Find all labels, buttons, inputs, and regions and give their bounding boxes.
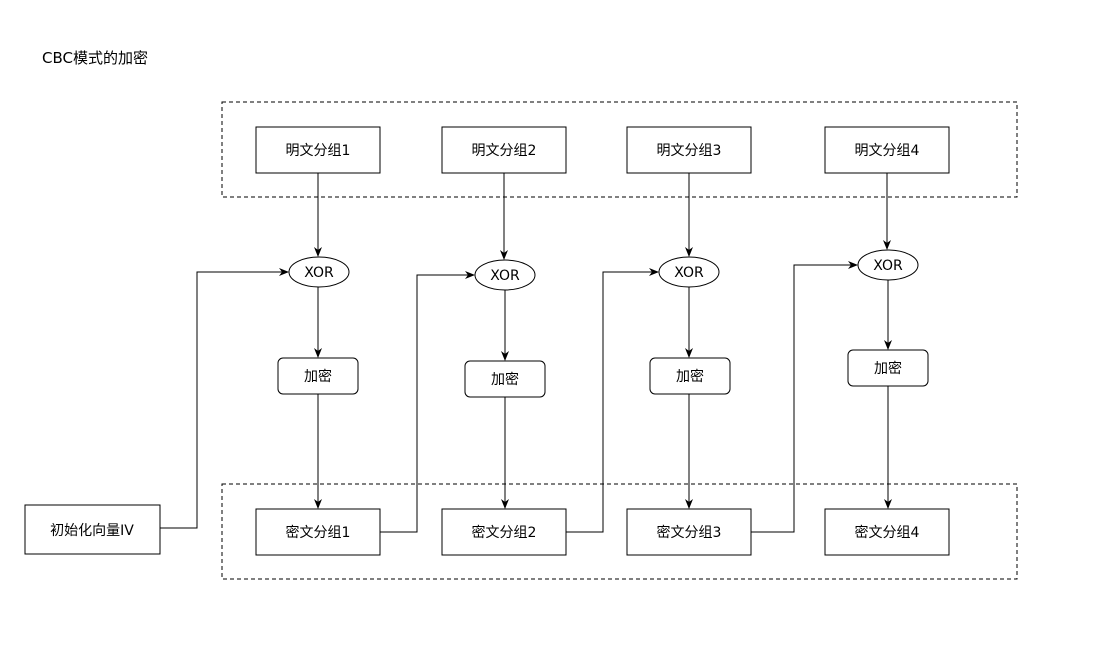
ciphertext-block-2: 密文分组2	[441, 508, 567, 556]
plaintext-block-2: 明文分组2	[441, 126, 567, 174]
plaintext-label-2: 明文分组2	[472, 143, 537, 159]
ciphertext-block-4: 密文分组4	[824, 508, 950, 556]
ciphertext-label-1: 密文分组1	[286, 524, 351, 541]
arrow-cipher2-to-xor-3	[566, 268, 659, 533]
encrypt-label-3: 加密	[676, 368, 704, 385]
xor-node-2: XOR	[474, 259, 536, 291]
encrypt-block-1: 加密	[277, 357, 359, 395]
xor-node-3: XOR	[658, 256, 720, 288]
iv-label: 初始化向量IV	[50, 522, 134, 539]
ciphertext-block-3: 密文分组3	[626, 508, 752, 556]
encrypt-label-4: 加密	[874, 360, 902, 377]
arrow-cipher1-to-xor-2	[380, 271, 475, 533]
arrow-iv-to-xor-1	[160, 268, 289, 529]
xor-label-4: XOR	[873, 258, 903, 274]
xor-label-2: XOR	[490, 268, 520, 284]
plaintext-block-4: 明文分组4	[824, 126, 950, 174]
diagram-title: CBC模式的加密	[42, 49, 148, 67]
ciphertext-block-1: 密文分组1	[255, 508, 381, 556]
ciphertext-label-4: 密文分组4	[855, 524, 920, 541]
plaintext-label-3: 明文分组3	[657, 143, 722, 159]
xor-node-1: XOR	[288, 256, 350, 288]
encrypt-label-1: 加密	[304, 368, 332, 385]
ciphertext-group	[221, 483, 1018, 580]
ciphertext-label-2: 密文分组2	[472, 524, 537, 541]
plaintext-group	[221, 101, 1018, 198]
iv-block: 初始化向量IV	[24, 504, 161, 555]
xor-label-3: XOR	[674, 265, 704, 281]
plaintext-block-3: 明文分组3	[626, 126, 752, 174]
encrypt-block-4: 加密	[847, 349, 929, 387]
plaintext-label-4: 明文分组4	[855, 143, 920, 159]
arrow-cipher3-to-xor-4	[751, 261, 858, 533]
encrypt-label-2: 加密	[491, 371, 519, 388]
plaintext-block-1: 明文分组1	[255, 126, 381, 174]
ciphertext-label-3: 密文分组3	[657, 524, 722, 541]
xor-label-1: XOR	[304, 265, 334, 281]
xor-node-4: XOR	[857, 249, 919, 281]
encrypt-block-2: 加密	[464, 360, 546, 398]
plaintext-label-1: 明文分组1	[286, 143, 351, 159]
encrypt-block-3: 加密	[649, 357, 731, 395]
